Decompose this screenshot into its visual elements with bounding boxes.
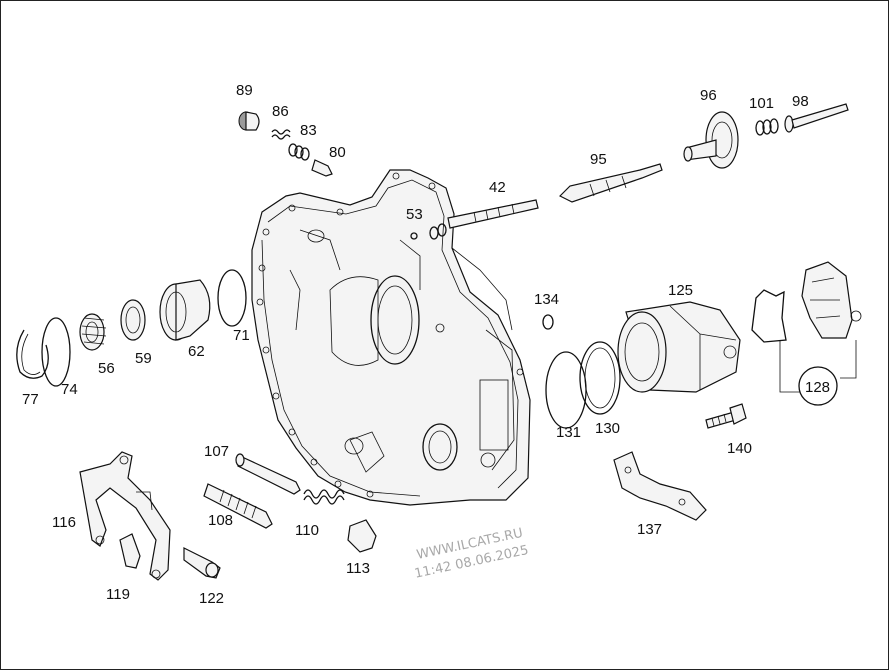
label-113: 113 <box>346 560 370 577</box>
label-137: 137 <box>637 521 662 538</box>
label-59: 59 <box>135 350 152 367</box>
part-122-pin <box>183 547 221 579</box>
label-98: 98 <box>792 93 809 110</box>
label-122: 122 <box>199 590 224 607</box>
label-71: 71 <box>233 327 250 344</box>
part-110-spring <box>303 489 345 505</box>
part-89-plug <box>238 111 260 131</box>
part-56-bushing <box>79 313 107 351</box>
part-107-rod <box>235 453 301 495</box>
watermark: WWW.ILCATS.RU 11:42 08.06.2025 <box>413 526 530 582</box>
part-42-shaft <box>447 199 539 229</box>
part-125-actuator <box>617 301 741 393</box>
label-131: 131 <box>556 424 581 441</box>
part-119-pad <box>119 533 141 569</box>
part-108-spring-rod <box>203 483 273 529</box>
part-80-pin <box>311 159 333 177</box>
part-101-washers <box>755 118 779 136</box>
label-53: 53 <box>406 206 423 223</box>
part-113-plug <box>347 519 377 553</box>
part-98-rod <box>784 103 849 133</box>
part-128-sensor-assembly <box>751 261 862 406</box>
label-119: 119 <box>106 586 130 603</box>
part-59-ring <box>120 299 146 341</box>
part-130-ring <box>579 341 621 415</box>
label-140: 140 <box>727 440 752 457</box>
label-101: 101 <box>749 95 774 112</box>
label-89: 89 <box>236 82 253 99</box>
label-42: 42 <box>489 179 506 196</box>
part-83-spring <box>288 143 310 161</box>
part-95-shift-rod <box>558 163 663 203</box>
part-137-bracket <box>613 451 707 521</box>
label-62: 62 <box>188 343 205 360</box>
label-80: 80 <box>329 144 346 161</box>
label-125: 125 <box>668 282 693 299</box>
part-96-flange <box>683 111 739 169</box>
label-77: 77 <box>22 391 39 408</box>
label-134: 134 <box>534 291 559 308</box>
part-77-circlip <box>16 329 49 379</box>
label-74: 74 <box>61 381 78 398</box>
part-71-ring <box>217 269 247 327</box>
label-128: 128 <box>805 379 830 396</box>
label-130: 130 <box>595 420 620 437</box>
label-95: 95 <box>590 151 607 168</box>
label-107: 107 <box>204 443 229 460</box>
label-83: 83 <box>300 122 317 139</box>
part-140-bolt <box>705 403 747 429</box>
part-131-gasket <box>545 351 587 429</box>
part-116-shift-fork <box>79 451 171 581</box>
label-56: 56 <box>98 360 115 377</box>
part-53-small-ball <box>410 232 418 240</box>
label-108: 108 <box>208 512 233 529</box>
part-62-sleeve <box>159 279 211 341</box>
part-74-ring <box>41 317 71 387</box>
label-96: 96 <box>700 87 717 104</box>
part-53-seal <box>429 223 447 240</box>
transmission-housing <box>251 169 531 506</box>
part-86-spring <box>271 129 291 140</box>
part-number-labels: 89 86 83 80 96 101 98 95 42 53 134 125 7… <box>22 82 830 607</box>
label-110: 110 <box>295 522 319 539</box>
label-86: 86 <box>272 103 289 120</box>
part-134-o-ring <box>542 314 554 330</box>
label-116: 116 <box>52 514 76 531</box>
